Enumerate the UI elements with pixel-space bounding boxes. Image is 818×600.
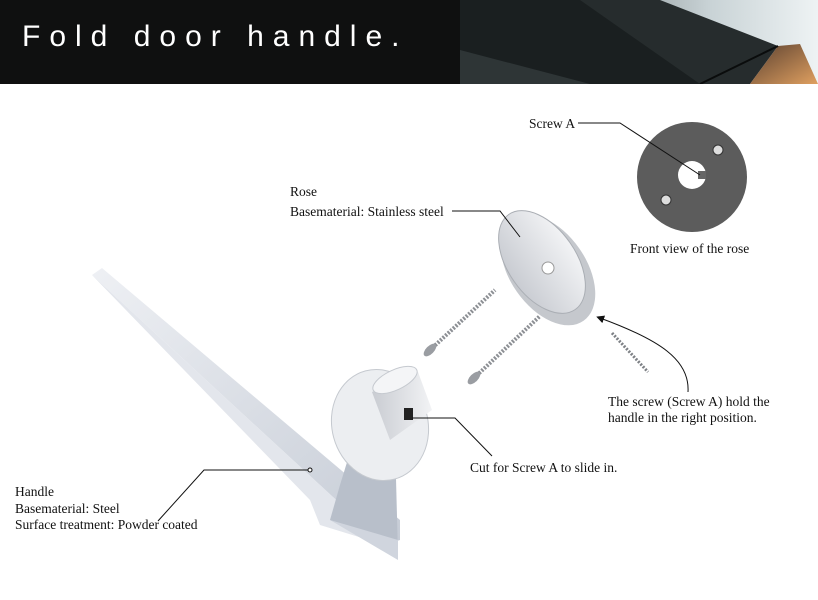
label-front-view: Front view of the rose [630, 241, 750, 256]
label-cut: Cut for Screw A to slide in. [470, 460, 618, 475]
screw-left [423, 288, 497, 357]
header-banner: Fold door handle. [0, 0, 818, 84]
leader-rose [452, 210, 521, 238]
screw-a [610, 331, 650, 374]
handle [92, 268, 432, 560]
rose-front-view [637, 122, 747, 232]
leader-screw-a [578, 122, 701, 176]
architecture-photo [460, 0, 818, 84]
leader-cut [412, 417, 493, 457]
label-screw-a: Screw A [529, 116, 576, 131]
label-screw-note-2: handle in the right position. [608, 410, 757, 425]
leader-screw-note [596, 315, 689, 393]
screw-right [467, 314, 542, 385]
label-screw-note-1: The screw (Screw A) hold the [608, 394, 770, 409]
label-handle-title: Handle [15, 484, 54, 499]
leader-handle [157, 469, 308, 522]
label-handle-surface: Surface treatment: Powder coated [15, 517, 198, 532]
label-handle-material: Basematerial: Steel [15, 501, 120, 516]
label-rose-title: Rose [290, 184, 317, 199]
exploded-diagram [92, 122, 747, 560]
page-title: Fold door handle. [22, 20, 409, 53]
label-rose-material: Basematerial: Stainless steel [290, 204, 444, 219]
rose-side-view [498, 210, 596, 326]
